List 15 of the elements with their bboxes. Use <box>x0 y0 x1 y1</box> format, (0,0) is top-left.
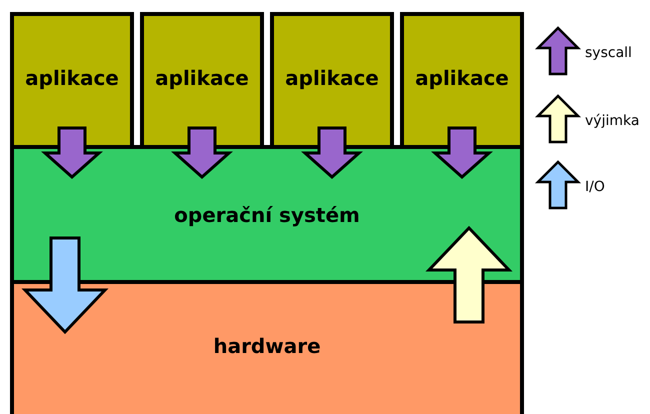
block-arrow <box>41 126 103 179</box>
layer-label: operační systém <box>174 202 360 226</box>
block-arrow <box>301 126 363 179</box>
block-arrow <box>426 226 512 324</box>
block-arrow <box>431 126 493 179</box>
block-arrow <box>171 126 233 179</box>
block-arrow <box>22 236 108 334</box>
layer-label: aplikace <box>25 66 119 90</box>
layer-label: hardware <box>213 334 321 358</box>
layer-label: aplikace <box>285 66 379 90</box>
layer-label: aplikace <box>155 66 249 90</box>
legend-label: výjimka <box>585 113 640 129</box>
layer-label: aplikace <box>415 66 509 90</box>
legend-label: I/O <box>585 179 605 195</box>
legend-label: syscall <box>585 45 632 61</box>
